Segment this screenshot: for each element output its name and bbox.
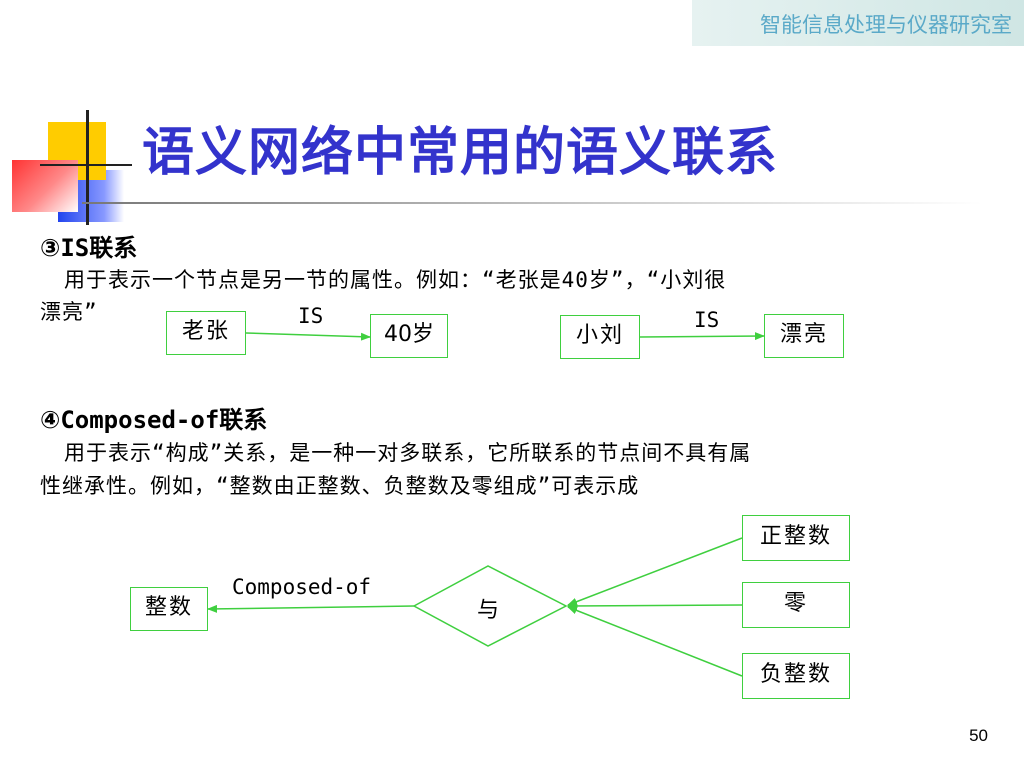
is-example2-arrow	[639, 332, 765, 341]
connector-label: 与	[476, 598, 499, 623]
section-is-heading: ③IS联系	[40, 228, 137, 263]
is-example1-to-node: 40岁	[370, 314, 448, 358]
decoration-vertical-line	[86, 110, 89, 225]
lab-name: 智能信息处理与仪器研究室	[760, 13, 1012, 37]
section-is-description-line1: 用于表示一个节点是另一节的属性。例如：“老张是40岁”，“小刘很	[64, 268, 727, 292]
connector-diamond	[412, 565, 568, 647]
section-composed-description-line2: 性继承性。例如，“整数由正整数、负整数及零组成”可表示成	[40, 474, 640, 498]
part-node-zero: 零	[742, 582, 850, 628]
page-number: 50	[969, 726, 988, 745]
section-is-keyword: IS	[60, 234, 90, 262]
decoration-horizontal-line	[40, 164, 132, 166]
section-is-suffix: 联系	[89, 234, 138, 262]
title-underline	[82, 202, 982, 204]
decoration-red-square	[12, 160, 78, 212]
is-example1-relation-label: IS	[298, 304, 324, 328]
is-example1-from-node: 老张	[166, 311, 246, 355]
section-composed-keyword: Composed-of	[60, 406, 220, 434]
composed-of-relation-label: Composed-of	[232, 575, 372, 599]
section-composed-suffix: 联系	[219, 406, 268, 434]
part-link-negative	[567, 606, 743, 677]
is-example2-relation-label: IS	[694, 308, 720, 332]
part-node-positive: 正整数	[742, 515, 850, 561]
section-composed-description-line1: 用于表示“构成”关系，是一种一对多联系，它所联系的节点间不具有属	[64, 441, 752, 465]
is-example1-arrow	[245, 332, 371, 341]
section-is-marker: ③	[40, 234, 61, 262]
section-composed-heading: ④Composed-of联系	[40, 400, 267, 435]
is-example2-from-node: 小刘	[560, 315, 640, 359]
part-link-zero	[567, 601, 743, 610]
whole-node: 整数	[130, 587, 208, 631]
part-node-negative: 负整数	[742, 653, 850, 699]
slide-title: 语义网络中常用的语义联系	[142, 122, 779, 183]
part-link-positive	[567, 537, 743, 606]
composed-of-arrow	[207, 604, 415, 613]
lab-header-bar: 智能信息处理与仪器研究室	[692, 0, 1024, 46]
section-is-description-line2: 漂亮”	[40, 300, 98, 324]
section-composed-marker: ④	[40, 406, 61, 434]
